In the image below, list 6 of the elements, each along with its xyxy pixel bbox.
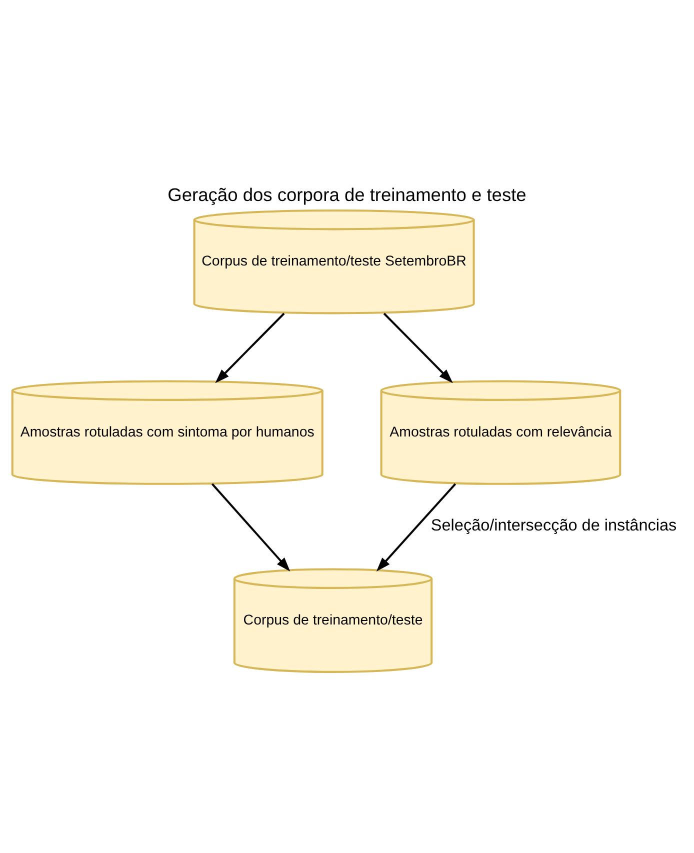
- edge-label: Seleção/intersecção de instâncias: [430, 516, 677, 534]
- arrow: [211, 482, 290, 572]
- arrow: [215, 312, 285, 383]
- arrow: [376, 482, 456, 572]
- arrow: [383, 312, 453, 383]
- diagram-title: Geração dos corpora de treinamento e teste: [168, 183, 526, 204]
